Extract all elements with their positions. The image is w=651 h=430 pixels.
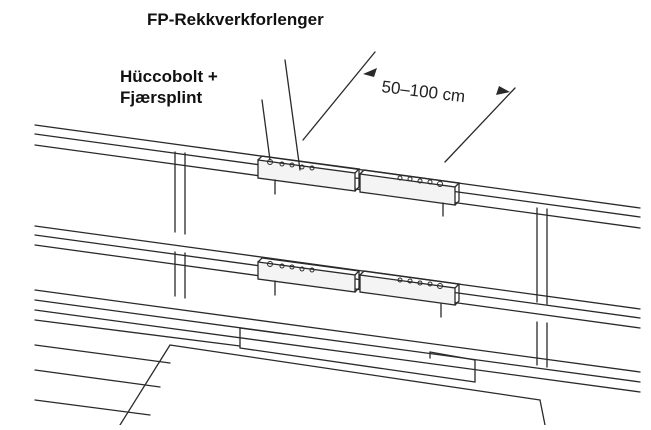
bolt-holes [267, 159, 443, 289]
dimension-lines [302, 51, 516, 163]
lower-edge [34, 289, 641, 393]
distance-label: 50–100 cm [381, 77, 467, 106]
bolt-label: Hüccobolt + Fjærsplint [120, 66, 218, 108]
middle-extender-left [257, 257, 361, 296]
right-post [536, 207, 548, 368]
upper-extender-right [359, 169, 461, 217]
extender-label: FP-Rekkverkforlenger [147, 10, 324, 29]
bolt-leader-line [261, 99, 271, 161]
bolt-label-line-2: Fjærsplint [120, 88, 203, 107]
upper-extender-left [257, 155, 361, 195]
bolt-label-line-1: Hüccobolt + [120, 67, 218, 86]
arrow-left-icon [363, 68, 377, 77]
arrow-right-icon [496, 86, 510, 95]
middle-extender-right [359, 270, 461, 318]
deck-planks [34, 319, 546, 426]
extender-leader-line [284, 59, 301, 171]
dimension-arrows [363, 68, 510, 95]
left-post [174, 151, 186, 299]
